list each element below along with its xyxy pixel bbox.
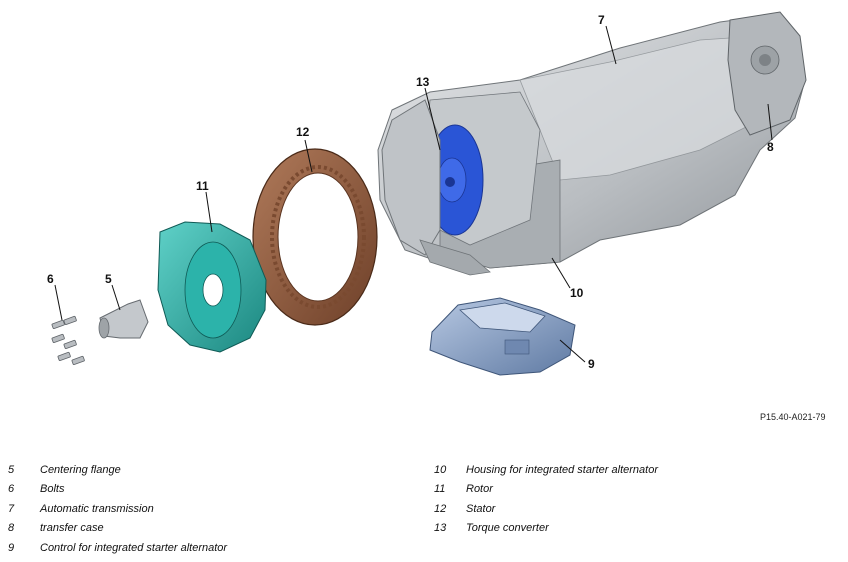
callout-9: 9 bbox=[588, 357, 595, 371]
exploded-diagram: 5 6 7 8 9 10 11 12 13 bbox=[47, 11, 807, 376]
bolts bbox=[51, 315, 85, 365]
callout-6: 6 bbox=[47, 272, 54, 286]
torque-converter bbox=[426, 124, 484, 236]
centering-flange bbox=[98, 299, 149, 339]
callout-8: 8 bbox=[767, 140, 774, 154]
callout-11: 11 bbox=[196, 179, 209, 193]
callout-7: 7 bbox=[598, 13, 605, 27]
callout-13: 13 bbox=[416, 75, 430, 89]
alternator-housing bbox=[381, 99, 491, 276]
callout-12: 12 bbox=[296, 125, 310, 139]
callout-5: 5 bbox=[105, 272, 112, 286]
transfer-case bbox=[727, 11, 807, 136]
reference-code: P15.40-A021-79 bbox=[760, 412, 826, 422]
stator bbox=[252, 148, 378, 326]
callout-labels: 5 6 7 8 9 10 11 12 13 bbox=[47, 13, 774, 371]
alternator-control-unit bbox=[429, 297, 576, 376]
callout-10: 10 bbox=[570, 286, 584, 300]
rotor bbox=[157, 221, 267, 353]
leader-lines bbox=[54, 25, 773, 363]
